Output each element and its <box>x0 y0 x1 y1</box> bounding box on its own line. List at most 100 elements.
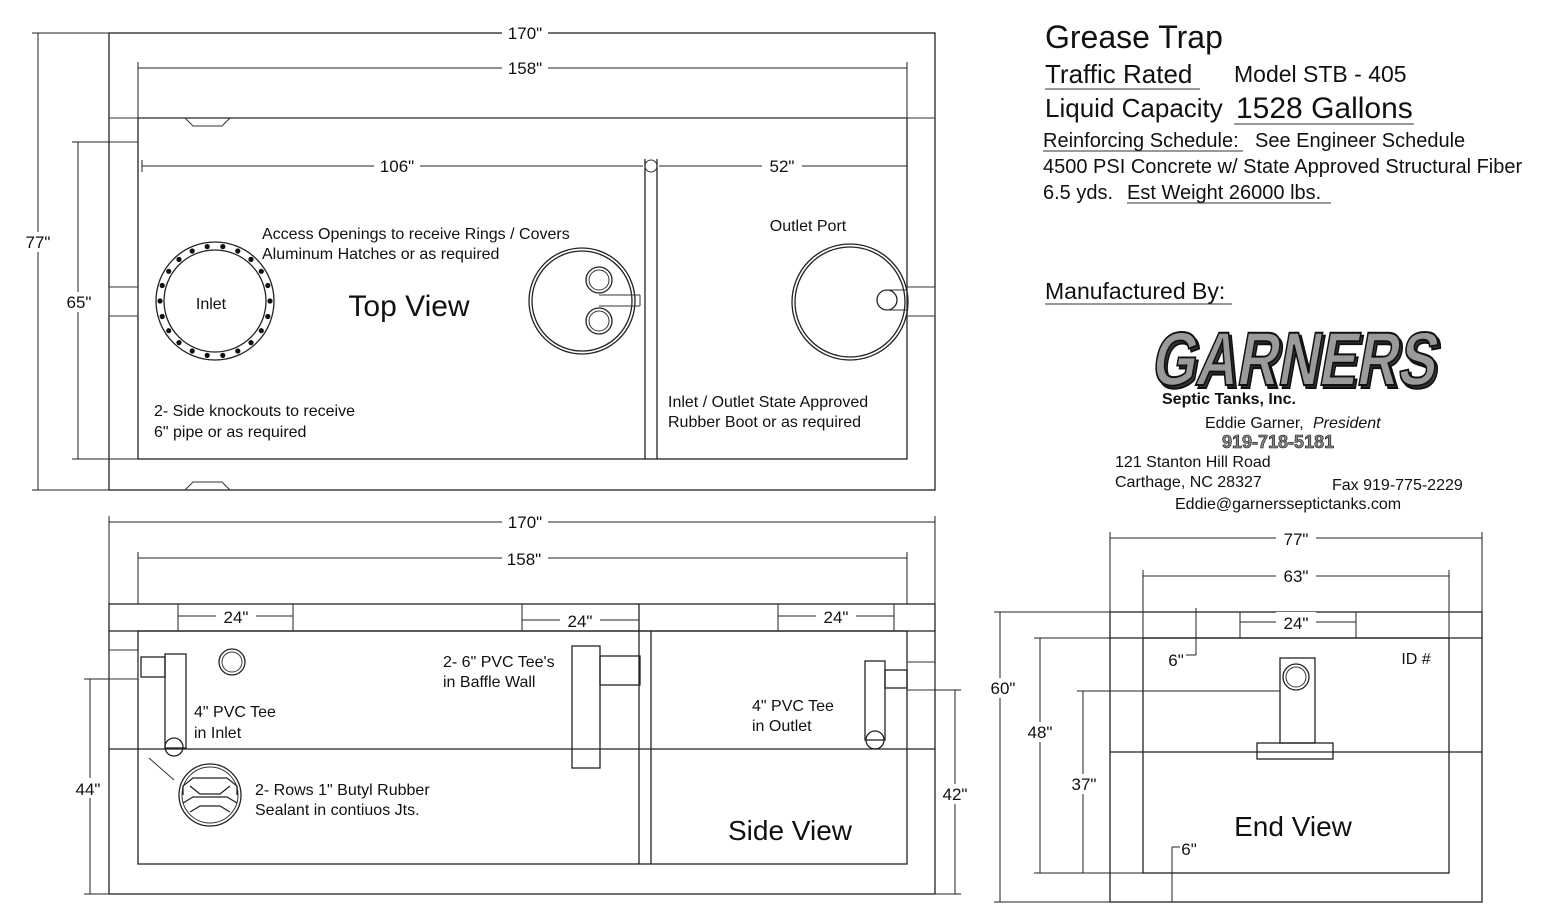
right-knockout <box>906 286 936 317</box>
side-dim-24-middle: 24" <box>568 612 593 631</box>
top-dim-158: 158" <box>508 59 542 78</box>
baffle-marker-icon <box>644 159 658 173</box>
access-note-line2: Aluminum Hatches or as required <box>262 246 499 263</box>
end-dim-60: 60" <box>991 679 1016 698</box>
side-view-label: Side View <box>728 815 853 846</box>
bolt-hole <box>204 352 210 358</box>
president-title: President <box>1313 415 1381 432</box>
bolt-hole <box>235 348 241 354</box>
bolt-hole <box>265 282 271 289</box>
access-note-line1: Access Openings to receive Rings / Cover… <box>262 226 570 243</box>
end-view-inner-wall <box>1142 637 1450 874</box>
title-grease-trap: Grease Trap <box>1045 19 1223 55</box>
knockouts-note-line1: 2- Side knockouts to receive <box>154 403 355 420</box>
garners-logo: GARNERS GARNERS <box>1146 317 1449 406</box>
side-dim-170: 170" <box>508 513 542 532</box>
inlet-tee <box>140 648 246 781</box>
address-line2: Carthage, NC 28327 <box>1115 474 1262 491</box>
bolt-hole <box>258 268 264 274</box>
top-dim-170: 170" <box>508 24 542 43</box>
manufacturer-block: Manufactured By: GARNERS GARNERS Septic … <box>1045 278 1463 513</box>
side-dim-24-right: 24" <box>824 608 849 627</box>
side-dim-158: 158" <box>507 550 541 569</box>
capacity-label: Liquid Capacity <box>1045 93 1223 123</box>
bolt-hole <box>166 328 172 334</box>
traffic-rated: Traffic Rated <box>1045 59 1192 89</box>
phone-number: 919-718-5181 <box>1222 432 1334 452</box>
bolt-hole <box>159 313 165 320</box>
inlet-ring: Inlet <box>155 241 275 361</box>
side-view: 170" 158" 24" 24" 24" 44" 42" 4" PVC <box>70 511 973 895</box>
top-dim-52: 52" <box>770 157 795 176</box>
bolt-hole <box>189 248 195 254</box>
inlet-tee-note-line2: in Inlet <box>194 725 242 742</box>
top-dim-65: 65" <box>67 293 92 312</box>
model-number: Model STB - 405 <box>1234 61 1407 87</box>
baffle-tee <box>571 645 641 769</box>
baffle-tee-note-line2: in Baffle Wall <box>443 674 535 691</box>
bolt-hole <box>189 348 195 354</box>
left-knockout <box>108 286 139 317</box>
bolt-hole <box>157 298 163 304</box>
bolt-hole <box>159 282 165 289</box>
bottom-lifting-notch <box>184 481 231 491</box>
manufactured-by-heading: Manufactured By: <box>1045 278 1225 304</box>
outlet-port-label: Outlet Port <box>770 218 847 235</box>
bolt-hole <box>204 244 210 250</box>
outlet-tee-note-line2: in Outlet <box>752 718 812 735</box>
logo-shadow: GARNERS <box>1149 321 1448 405</box>
bolt-hole <box>176 256 182 262</box>
end-dim-63: 63" <box>1284 567 1309 586</box>
reinforcing-label: Reinforcing Schedule: <box>1043 130 1239 152</box>
estimated-weight: Est Weight 26000 lbs. <box>1127 182 1321 204</box>
address-line1: 121 Stanton Hill Road <box>1115 454 1271 471</box>
baffle-access-opening <box>528 247 641 355</box>
bolt-hole <box>267 298 273 304</box>
sealant-detail-icon <box>178 763 242 827</box>
inlet-bolt-holes <box>157 244 273 358</box>
side-dim-44: 44" <box>76 780 101 799</box>
bolt-hole <box>258 328 264 334</box>
end-dim-37: 37" <box>1072 775 1097 794</box>
baffle-tee-note-line1: 2- 6" PVC Tee's <box>443 654 555 671</box>
president-name: Eddie Garner, <box>1205 415 1304 432</box>
outlet-port: Outlet Port <box>770 218 909 361</box>
end-view-label: End View <box>1234 811 1353 842</box>
id-label: ID # <box>1401 651 1430 668</box>
inlet-tee-note-line1: 4" PVC Tee <box>194 704 276 721</box>
end-dim-48: 48" <box>1028 723 1053 742</box>
bolt-hole <box>166 268 172 274</box>
company-name: Septic Tanks, Inc. <box>1162 391 1296 408</box>
sealant-note-line1: 2- Rows 1" Butyl Rubber <box>255 782 430 799</box>
top-dim-106: 106" <box>380 157 414 176</box>
bolt-hole <box>248 340 254 346</box>
title-block: Grease Trap Traffic Rated Model STB - 40… <box>1043 19 1522 204</box>
side-dim-24-left: 24" <box>224 608 249 627</box>
top-dim-77: 77" <box>26 233 51 252</box>
bolt-hole <box>265 313 271 320</box>
logo-text: GARNERS <box>1147 318 1446 402</box>
top-lifting-notch <box>184 117 231 127</box>
outlet-tee-note-line1: 4" PVC Tee <box>752 698 834 715</box>
end-dim-24: 24" <box>1284 614 1309 633</box>
end-dim-77: 77" <box>1284 530 1309 549</box>
side-dim-42: 42" <box>943 785 968 804</box>
sealant-note-line2: Sealant in contiuos Jts. <box>255 802 420 819</box>
concrete-spec: 4500 PSI Concrete w/ State Approved Stru… <box>1043 156 1522 178</box>
end-dim-6-bottom: 6" <box>1181 840 1197 859</box>
yardage: 6.5 yds. <box>1043 182 1113 204</box>
bolt-hole <box>176 340 182 346</box>
bolt-hole <box>220 244 226 250</box>
email-address: Eddie@garnersseptictanks.com <box>1175 496 1401 513</box>
end-dim-6-top: 6" <box>1168 651 1184 670</box>
inlet-label: Inlet <box>196 296 227 313</box>
knockouts-note-line2: 6" pipe or as required <box>154 424 306 441</box>
fax-number: Fax 919-775-2229 <box>1332 477 1463 494</box>
bolt-hole <box>220 352 226 358</box>
capacity-value: 1528 Gallons <box>1236 92 1413 125</box>
bolt-hole <box>248 256 254 262</box>
bolt-hole <box>235 248 241 254</box>
outlet-tee <box>864 660 908 750</box>
end-view-tee <box>1256 657 1334 760</box>
